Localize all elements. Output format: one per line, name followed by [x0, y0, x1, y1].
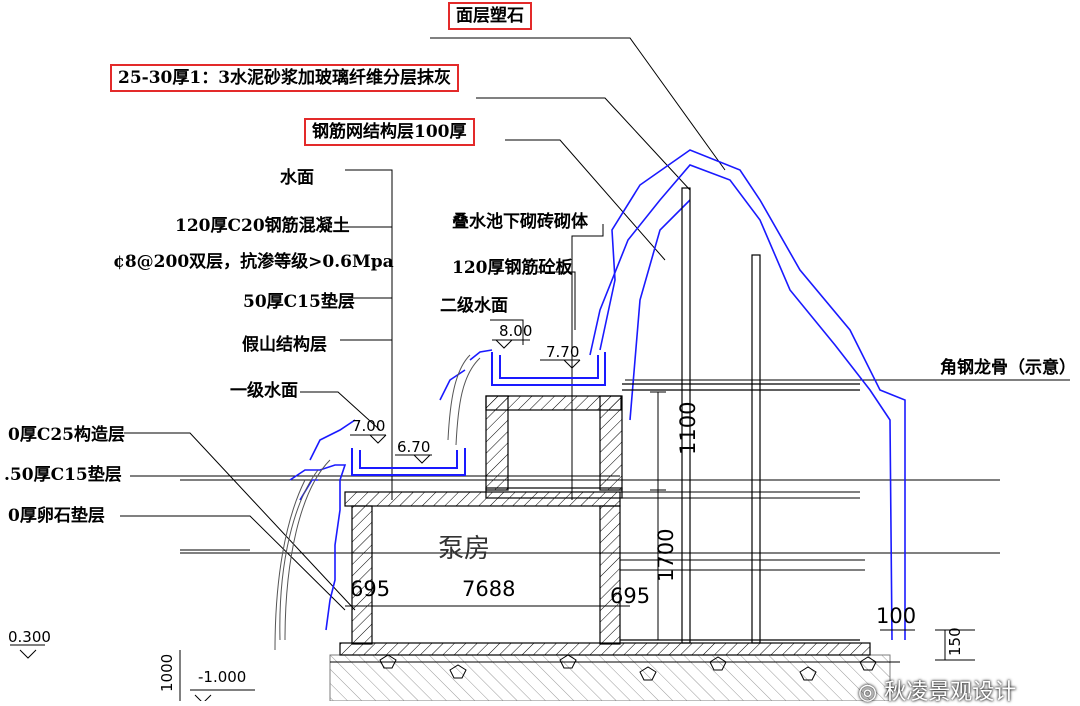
label-plaster-layer: 25-30厚1：3水泥砂浆加玻璃纤维分层抹灰 — [110, 64, 460, 92]
dim-1000: 1000 — [158, 653, 176, 692]
dim-1700: 1700 — [654, 528, 678, 582]
gravel — [379, 654, 877, 681]
label-pump-room: 泵房 — [438, 534, 491, 564]
elev-7-00: 7.00 — [352, 417, 386, 435]
label-stacked-pool-brick: 叠水池下砌砖砌体 — [452, 212, 588, 232]
elev-neg-1-000: -1.000 — [198, 668, 247, 686]
elevation-markers — [19, 339, 581, 701]
dimension-lines — [10, 391, 975, 701]
lower-pool — [351, 448, 466, 476]
base-slab — [329, 642, 900, 701]
label-c25-structure: 0厚C25构造层 — [8, 425, 126, 445]
label-c15-cushion: .50厚C15垫层 — [4, 465, 122, 485]
wechat-icon: ◎ — [858, 680, 878, 705]
dim-150: 150 — [946, 627, 964, 656]
elev-6-70: 6.70 — [397, 438, 431, 456]
elev-7-70: 7.70 — [546, 343, 580, 361]
pump-room-walls — [344, 491, 865, 645]
watermark-text: 秋凌景观设计 — [884, 680, 1017, 705]
dim-695-right: 695 — [610, 584, 651, 608]
label-cushion-50: 50厚C15垫层 — [243, 292, 355, 312]
label-steel-keel: 角钢龙骨（示意） — [940, 358, 1076, 378]
label-concrete-120: 120厚C20钢筋混凝土 — [175, 216, 350, 236]
label-pebble-layer: 0厚卵石垫层 — [8, 506, 105, 526]
label-rockery-structure: 假山结构层 — [242, 335, 327, 355]
upper-brick-box — [485, 395, 623, 499]
rock-outline — [289, 149, 906, 641]
label-water-surface: 水面 — [280, 168, 314, 188]
elev-0-300: 0.300 — [8, 628, 51, 646]
leader-lines — [120, 37, 1070, 611]
water-flow — [274, 354, 481, 651]
dim-100: 100 — [876, 604, 917, 628]
label-rebar-spec: ¢8@200双层，抗渗等级>0.6Mpa — [113, 252, 394, 272]
label-slab-120: 120厚钢筋砼板 — [452, 258, 573, 278]
elev-8-00: 8.00 — [499, 322, 533, 340]
dim-1100: 1100 — [676, 401, 700, 455]
dim-695-left: 695 — [350, 577, 391, 601]
label-second-water: 二级水面 — [440, 296, 508, 316]
upper-pool — [491, 352, 606, 386]
watermark: ◎ 秋凌景观设计 — [858, 674, 1016, 706]
label-first-water: 一级水面 — [230, 381, 298, 401]
label-surface-rock: 面层塑石 — [448, 2, 532, 30]
label-mesh-layer: 钢筋网结构层100厚 — [304, 118, 475, 146]
dim-7688: 7688 — [462, 577, 516, 601]
